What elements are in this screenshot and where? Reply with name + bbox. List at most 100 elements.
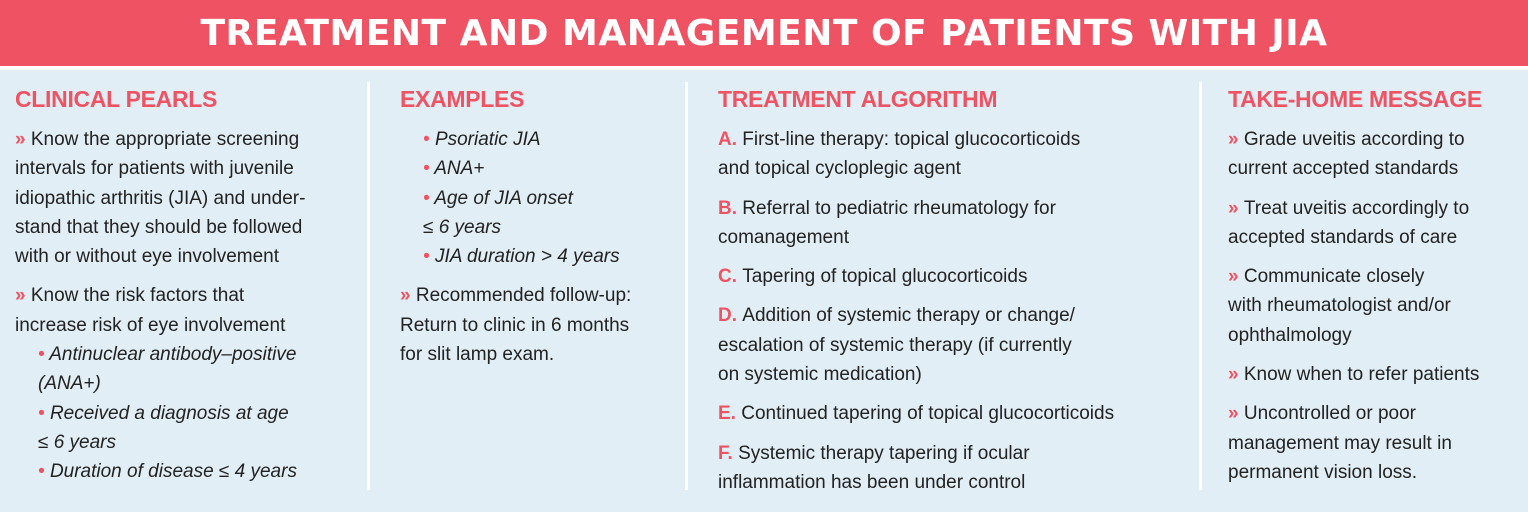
list-item: » Uncontrolled or poor management may res… (1228, 399, 1482, 487)
item-text: Duration of disease ≤ 4 years (49, 461, 297, 483)
title-banner: TREATMENT AND MANAGEMENT OF PATIENTS WIT… (0, 0, 1528, 66)
chevron-icon: » (1228, 403, 1244, 425)
item-line: and topical cycloplegic agent (718, 154, 1114, 183)
column-divider (1199, 82, 1202, 490)
item-text: idiopathic arthritis (JIA) and under- (15, 187, 306, 209)
item-line: ophthalmology (1228, 321, 1482, 350)
item-text: with or without eye involvement (15, 246, 280, 268)
item-text: Know when to refer patients (1243, 364, 1480, 386)
item-line: A. First-line therapy: topical glucocort… (718, 125, 1114, 154)
item-text: Communicate closely (1243, 266, 1425, 288)
step-letter: C. (718, 266, 743, 288)
item-line: • JIA duration > 4 years (400, 242, 631, 271)
list-item: • ANA+ (400, 154, 631, 183)
bullet-icon: • (38, 402, 50, 424)
bullet-icon: • (38, 344, 50, 366)
list-item: E. Continued tapering of topical glucoco… (718, 399, 1114, 428)
page-title: TREATMENT AND MANAGEMENT OF PATIENTS WIT… (200, 12, 1328, 54)
item-line: for slit lamp exam. (400, 340, 631, 369)
item-text: Uncontrolled or poor (1243, 403, 1417, 425)
list-item: • Received a diagnosis at age ≤ 6 years (15, 399, 305, 458)
item-line: ≤ 6 years (400, 213, 631, 242)
item-line: » Know the appropriate screening (15, 125, 305, 154)
column-divider (367, 82, 370, 490)
item-text: First-line therapy: topical glucocortico… (742, 129, 1081, 150)
item-line: » Uncontrolled or poor (1228, 399, 1482, 428)
item-line: stand that they should be followed (15, 213, 305, 242)
item-line: B. Referral to pediatric rheumatology fo… (718, 194, 1114, 223)
item-text: ANA+ (434, 158, 485, 180)
item-line: • Antinuclear antibody–positive (15, 340, 305, 369)
step-letter: B. (718, 197, 743, 219)
chevron-icon: » (15, 129, 31, 150)
bullet-icon: • (38, 461, 50, 483)
item-text: increase risk of eye involvement (15, 314, 286, 336)
list-item: B. Referral to pediatric rheumatology fo… (718, 194, 1114, 253)
item-text: Referral to pediatric rheumatology for (742, 197, 1056, 219)
item-line: on systemic medication) (718, 360, 1114, 389)
item-text: stand that they should be followed (15, 216, 303, 238)
item-line: F. Systemic therapy tapering if ocular (718, 439, 1114, 468)
item-text: Psoriatic JIA (434, 129, 541, 150)
item-line: current accepted standards (1228, 154, 1482, 183)
item-line: • Duration of disease ≤ 4 years (15, 457, 305, 486)
chevron-icon: » (1228, 129, 1244, 150)
column-heading: TAKE-HOME MESSAGE (1228, 86, 1482, 112)
item-line: » Know when to refer patients (1228, 360, 1482, 389)
list-item: » Know the appropriate screening interval… (15, 125, 305, 271)
item-text: Return to clinic in 6 months (400, 314, 630, 336)
chevron-icon: » (15, 285, 31, 307)
item-line: idiopathic arthritis (JIA) and under- (15, 184, 305, 213)
item-text: Age of JIA onset (434, 187, 573, 209)
item-text: inflammation has been under control (718, 471, 1026, 493)
item-line: D. Addition of systemic therapy or chang… (718, 301, 1114, 330)
item-text: with rheumatologist and/or (1228, 295, 1451, 317)
item-line: with or without eye involvement (15, 242, 305, 271)
column-divider (685, 82, 688, 490)
list-item: • Duration of disease ≤ 4 years (15, 457, 305, 486)
bullet-icon: • (423, 129, 435, 150)
item-line: comanagement (718, 223, 1114, 252)
item-line: C. Tapering of topical glucocorticoids (718, 262, 1114, 291)
step-letter: F. (718, 442, 739, 464)
item-text: intervals for patients with juvenile (15, 158, 294, 180)
list-item: A. First-line therapy: topical glucocort… (718, 125, 1114, 184)
item-line: increase risk of eye involvement (15, 311, 305, 340)
item-line: (ANA+) (15, 369, 305, 398)
item-line: permanent vision loss. (1228, 458, 1482, 487)
item-text: comanagement (718, 226, 849, 248)
list-item: » Recommended follow-up:Return to clinic… (400, 281, 631, 369)
item-text: Grade uveitis according to (1243, 129, 1465, 150)
item-text: Continued tapering of topical glucocorti… (741, 403, 1115, 425)
item-line: • Psoriatic JIA (400, 125, 631, 154)
item-line: management may result in (1228, 429, 1482, 458)
item-line: • ANA+ (400, 154, 631, 183)
item-text: Addition of systemic therapy or change/ (742, 305, 1075, 327)
list-item: • Psoriatic JIA (400, 125, 631, 154)
item-line: » Communicate closely (1228, 262, 1482, 291)
step-letter: A. (718, 129, 743, 150)
item-text: for slit lamp exam. (400, 344, 555, 366)
step-letter: D. (718, 305, 743, 327)
item-text: Received a diagnosis at age (49, 402, 289, 424)
item-text: permanent vision loss. (1228, 461, 1418, 483)
item-text: ≤ 6 years (38, 431, 117, 453)
item-text: Antinuclear antibody–positive (49, 344, 297, 366)
list-item: C. Tapering of topical glucocorticoids (718, 262, 1114, 291)
list-item: » Communicate closely with rheumatologist… (1228, 262, 1482, 350)
list-item: • JIA duration > 4 years (400, 242, 631, 271)
item-text: Systemic therapy tapering if ocular (738, 442, 1030, 464)
item-text: Know the appropriate screening (30, 129, 300, 150)
item-text: management may result in (1228, 432, 1452, 454)
item-line: E. Continued tapering of topical glucoco… (718, 399, 1114, 428)
item-line: » Treat uveitis accordingly to (1228, 194, 1482, 223)
item-text: ≤ 6 years (423, 216, 502, 238)
list-item: • Age of JIA onset≤ 6 years (400, 184, 631, 243)
item-line: • Received a diagnosis at age (15, 399, 305, 428)
column-examples: EXAMPLES• Psoriatic JIA• ANA+• Age of JI… (400, 84, 631, 369)
item-line: accepted standards of care (1228, 223, 1482, 252)
list-item: D. Addition of systemic therapy or chang… (718, 301, 1114, 389)
chevron-icon: » (1228, 364, 1244, 386)
